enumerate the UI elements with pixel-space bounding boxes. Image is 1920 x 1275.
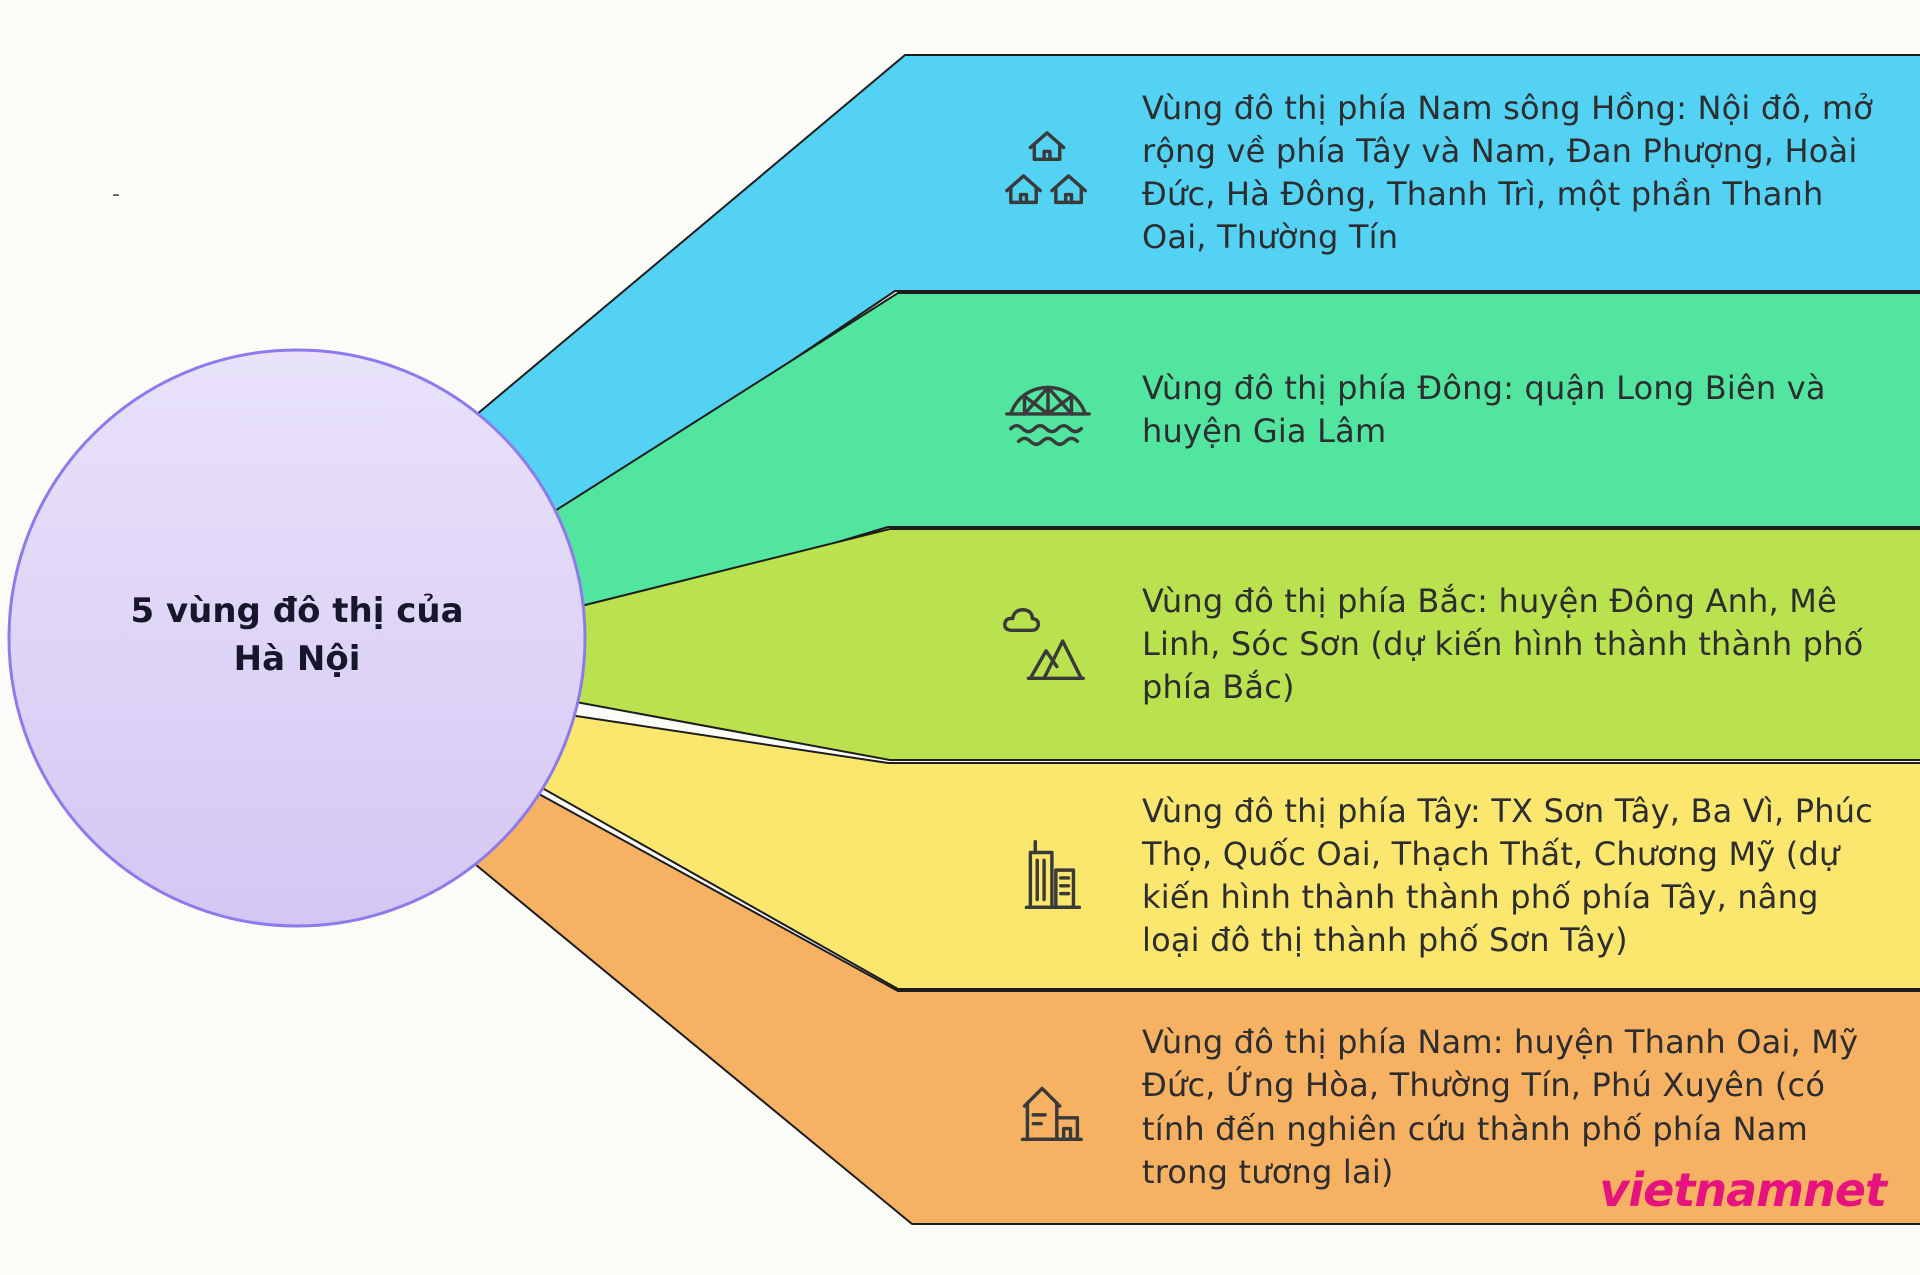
band-row-south: Vùng đô thị phía Nam: huyện Thanh Oai, M…: [1000, 991, 1880, 1224]
band-text-east: Vùng đô thị phía Đông: quận Long Biên và…: [1142, 368, 1826, 450]
vietnamnet-watermark: vietnamnet: [1599, 1163, 1887, 1217]
band-text-west: Vùng đô thị phía Tây: TX Sơn Tây, Ba Vì,…: [1142, 791, 1873, 960]
center-title-line2: Hà Nội: [233, 638, 361, 679]
band-text-south: Vùng đô thị phía Nam: huyện Thanh Oai, M…: [1142, 1023, 1859, 1191]
band-row-south-red-river: Vùng đô thị phía Nam sông Hồng: Nội đô, …: [1000, 55, 1880, 291]
band-text-south-red-river: Vùng đô thị phía Nam sông Hồng: Nội đô, …: [1142, 88, 1874, 257]
band-row-east: Vùng đô thị phía Đông: quận Long Biên và…: [1000, 293, 1880, 527]
band-row-west: Vùng đô thị phía Tây: TX Sơn Tây, Ba Vì,…: [1000, 763, 1880, 989]
houses-icon: [1000, 125, 1096, 221]
band-text-north: Vùng đô thị phía Bắc: huyện Đông Anh, Mê…: [1142, 581, 1864, 707]
center-circle: [7, 348, 587, 928]
mountains-cloud-icon: [1000, 597, 1096, 693]
center-title: 5 vùng đô thị của Hà Nội: [37, 588, 557, 683]
stray-dash: -: [112, 182, 120, 207]
center-title-line1: 5 vùng đô thị của: [130, 591, 464, 631]
city-buildings-icon: [1000, 828, 1096, 924]
factory-icon: [1000, 1060, 1096, 1156]
band-row-north: Vùng đô thị phía Bắc: huyện Đông Anh, Mê…: [1000, 529, 1880, 760]
bridge-icon: [1000, 362, 1096, 458]
